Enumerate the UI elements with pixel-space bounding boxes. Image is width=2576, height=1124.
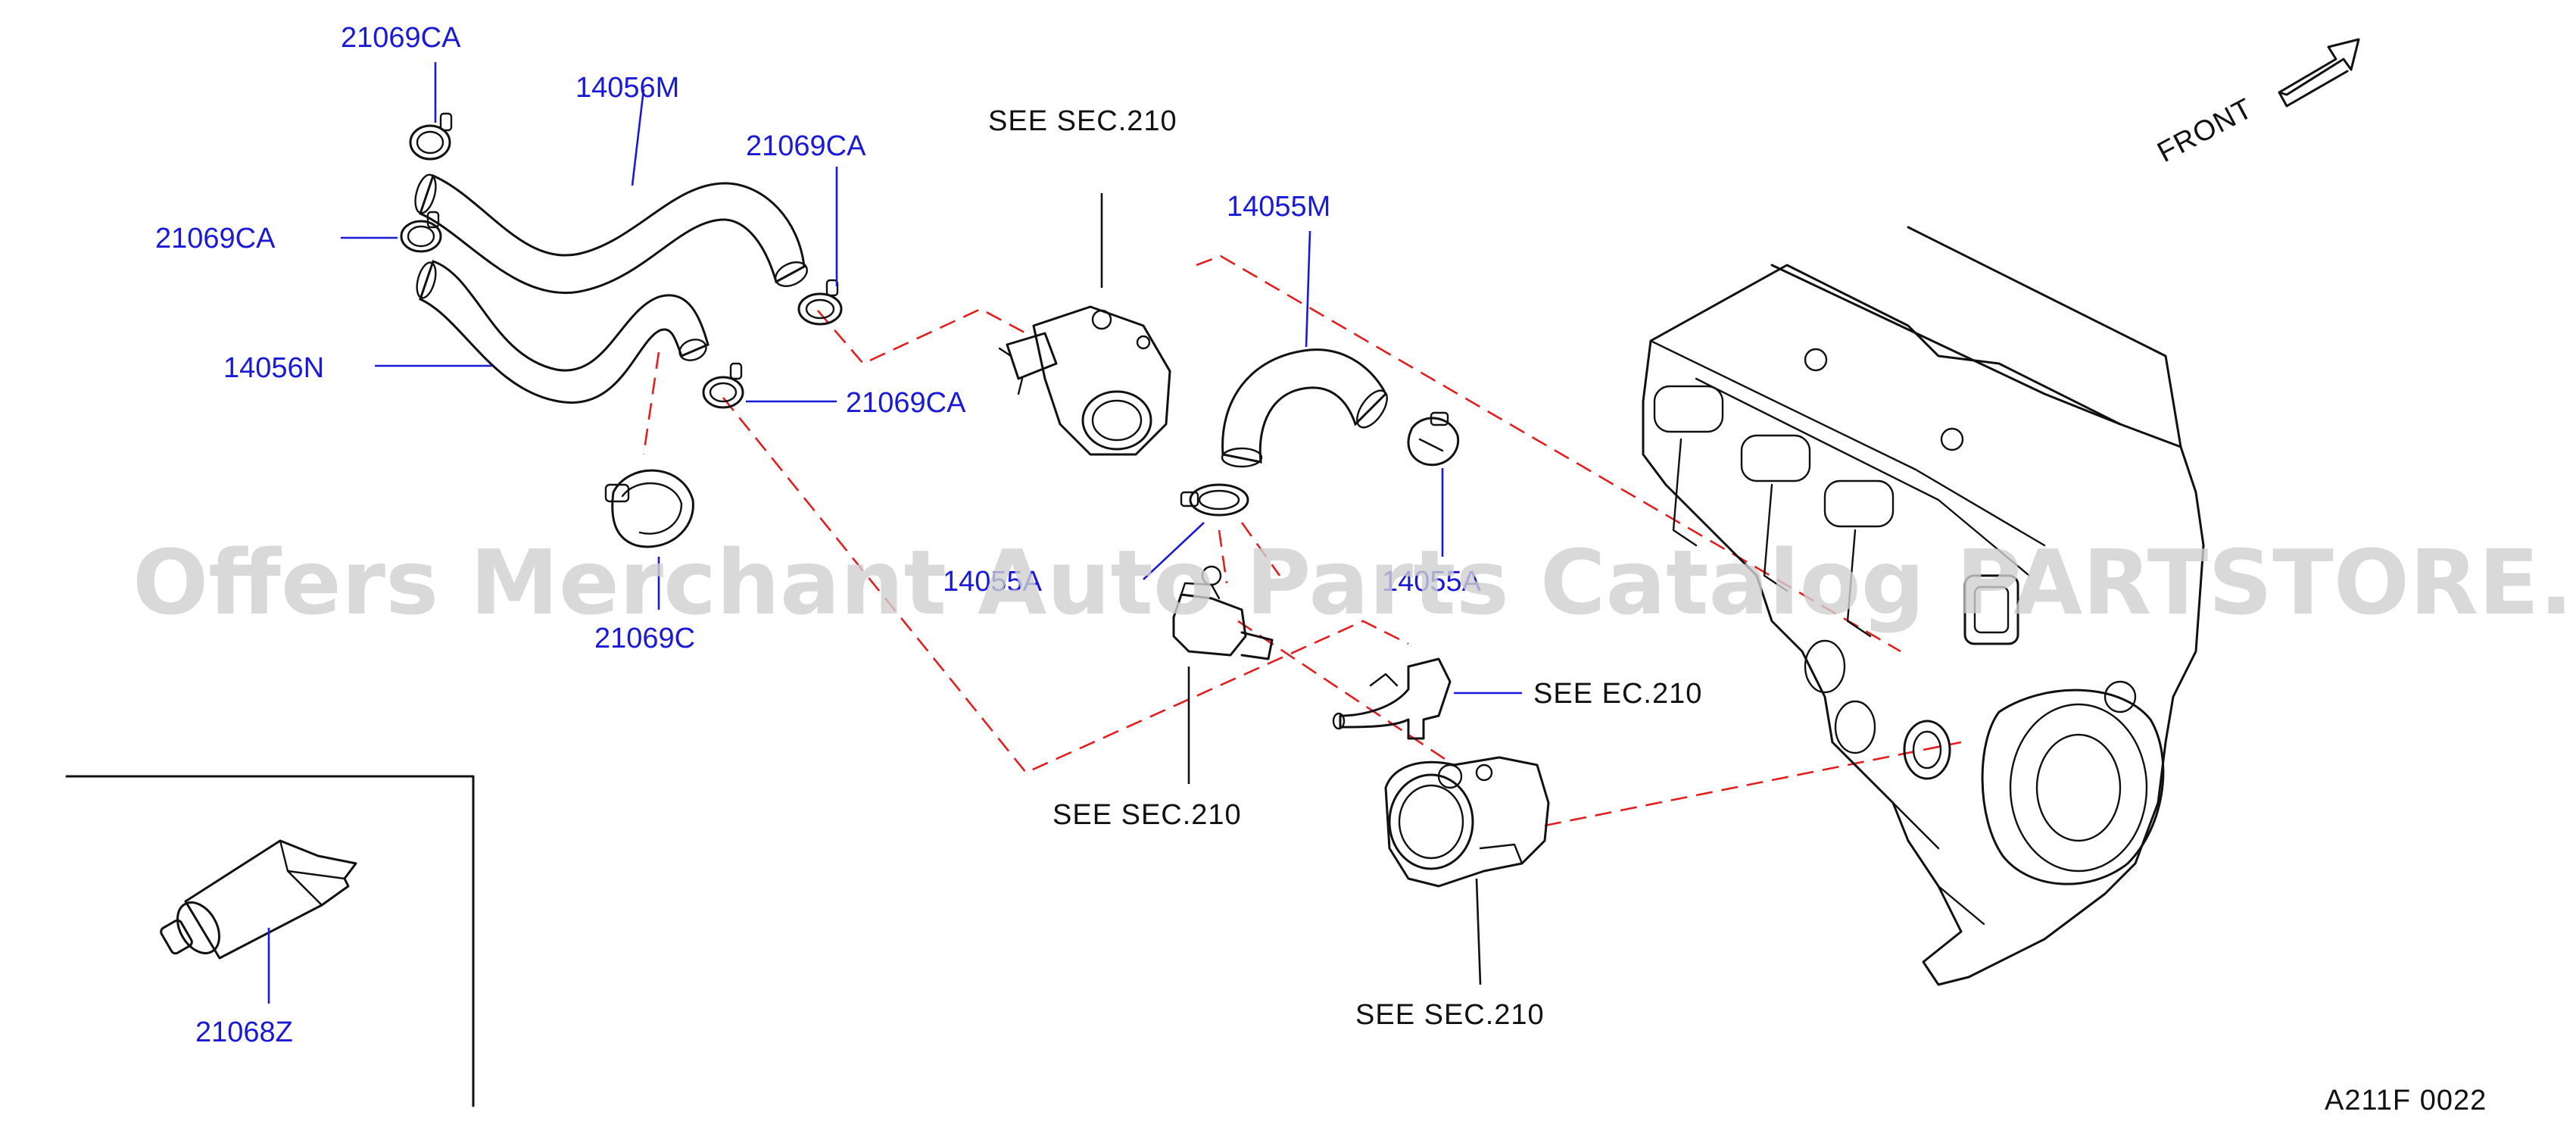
thermostat-housing[interactable] [998,305,1171,456]
front-arrow-icon [2278,38,2360,108]
watermark: Offers Merchant Auto Parts Catalog PARTS… [133,530,2576,635]
see-ref-top[interactable]: SEE SEC.210 [988,105,1177,137]
part-label-14055a-left[interactable]: 14055A [943,566,1043,598]
part-labels: 21069CA 14056M 21069CA 21069CA 14056N 21… [155,22,1482,1048]
clamp-c[interactable] [604,469,694,548]
part-label-21069ca-top[interactable]: 21069CA [341,22,461,54]
part-label-14056n[interactable]: 14056N [223,352,324,384]
clamp-upper-right[interactable] [797,279,843,326]
reference-labels: SEE SEC.210 SEE EC.210 SEE SEC.210 SEE S… [988,92,2487,1116]
part-label-21069ca-left[interactable]: 21069CA [155,223,276,254]
see-ref-bottom[interactable]: SEE SEC.210 [1355,999,1545,1031]
see-ref-middle[interactable]: SEE SEC.210 [1053,799,1242,831]
part-label-14056m[interactable]: 14056M [575,72,679,104]
sealant-tube[interactable] [160,839,357,960]
part-label-21068z[interactable]: 21068Z [195,1016,293,1048]
part-label-14055m[interactable]: 14055M [1227,191,1330,223]
upper-hose[interactable] [412,173,811,295]
clamp-left[interactable] [400,211,442,253]
clamp-a-right[interactable] [1407,411,1460,467]
sensor-unit[interactable] [1172,565,1274,660]
part-label-14055a-right[interactable]: 14055A [1382,566,1482,598]
part-label-21069ca-lower-right[interactable]: 21069CA [846,387,966,419]
main-hose[interactable] [1221,348,1393,468]
connection-lines [642,254,1962,827]
diagram-code: A211F 0022 [2325,1085,2487,1116]
clamp-top[interactable] [409,112,453,161]
part-label-21069ca-upper-right[interactable]: 21069CA [746,130,866,162]
leader-lines [267,62,1522,1004]
water-pipe[interactable] [1332,657,1452,740]
front-label: FRONT [2153,92,2259,169]
sealant-inset [65,775,475,1107]
clamp-lower-right[interactable] [702,362,744,409]
clamp-a-left[interactable] [1180,483,1249,517]
engine-block [1642,226,2205,986]
water-inlet-housing[interactable] [1384,756,1550,888]
see-ref-right[interactable]: SEE EC.210 [1533,678,1702,710]
part-label-21069c[interactable]: 21069C [594,623,695,654]
lower-hose[interactable] [413,260,709,404]
